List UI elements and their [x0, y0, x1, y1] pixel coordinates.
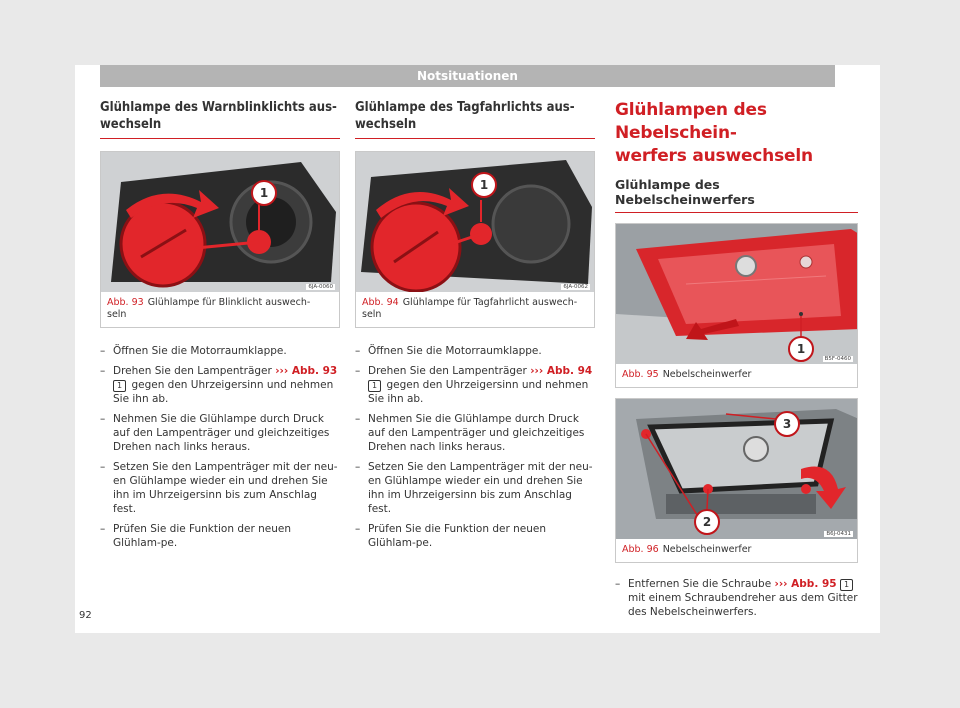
- step-item: Öffnen Sie die Motorraumklappe.: [100, 344, 340, 358]
- headlamp-image: 1 6JA-0060: [101, 152, 339, 292]
- section-subtitle: Glühlampe des Nebelscheinwerfers: [615, 177, 755, 207]
- step-item: Setzen Sie den Lampenträger mit der neu-…: [100, 460, 340, 516]
- step-item: Öffnen Sie die Motorraumklappe.: [355, 344, 595, 358]
- figure-reference-link[interactable]: ››› Abb. 94: [530, 365, 593, 377]
- caption-text: Glühlampe für Blinklicht auswech- seln: [107, 297, 311, 320]
- number-badge: 1: [368, 380, 382, 392]
- image-code: 6JA-0062: [561, 284, 590, 290]
- figure-reference-link[interactable]: ››› Abb. 95: [774, 578, 837, 590]
- section-title: Glühlampe des Tagfahrlichts aus- wechsel…: [355, 100, 575, 132]
- section-title: Glühlampe des Warnblinklichts aus- wechs…: [100, 100, 337, 132]
- title-rule: [355, 138, 595, 139]
- step-item: Setzen Sie den Lampenträger mit der neu-…: [355, 460, 595, 516]
- step-item: Nehmen Sie die Glühlampe durch Druck auf…: [355, 412, 595, 454]
- column-warnblinklicht: Glühlampe des Warnblinklichts aus- wechs…: [100, 99, 340, 556]
- section-header: Notsituationen: [100, 65, 835, 87]
- column-nebelscheinwerfer: Glühlampen des Nebelschein- werfers ausw…: [615, 99, 858, 625]
- figure-number: Abb. 95: [622, 369, 659, 380]
- step-item: Entfernen Sie die Schraube ››› Abb. 95 1…: [615, 577, 858, 619]
- figure-reference-link[interactable]: ››› Abb. 93: [275, 365, 338, 377]
- caption-text: Glühlampe für Tagfahrlicht auswech- seln: [362, 297, 578, 320]
- callout-3: 3: [774, 411, 800, 437]
- caption-text: Nebelscheinwerfer: [662, 544, 752, 555]
- step-list: Öffnen Sie die Motorraumklappe. Drehen S…: [100, 344, 340, 550]
- figure-number: Abb. 93: [107, 297, 144, 308]
- column-tagfahrlicht: Glühlampe des Tagfahrlichts aus- wechsel…: [355, 99, 595, 556]
- page-number: 92: [79, 610, 92, 621]
- number-badge: 1: [839, 579, 854, 591]
- title-rule: [615, 212, 858, 213]
- callout-2: 2: [694, 509, 720, 535]
- fog-lamp-illustration: [616, 399, 857, 539]
- step-list: Entfernen Sie die Schraube ››› Abb. 95 1…: [615, 577, 858, 619]
- step-item: Nehmen Sie die Glühlampe durch Druck auf…: [100, 412, 340, 454]
- figure-number: Abb. 96: [622, 544, 659, 555]
- manual-page: Notsituationen Glühlampe des Warnblinkli…: [75, 65, 880, 633]
- step-item: Prüfen Sie die Funktion der neuen Glühla…: [100, 522, 340, 550]
- step-item: Prüfen Sie die Funktion der neuen Glühla…: [355, 522, 595, 550]
- callout-1: 1: [788, 336, 814, 362]
- image-code: B5F-0460: [822, 356, 853, 362]
- chapter-title: Glühlampen des Nebelschein- werfers ausw…: [615, 100, 813, 166]
- figure-number: Abb. 94: [362, 297, 399, 308]
- headlamp-image: 1 6JA-0062: [356, 152, 594, 292]
- step-list: Öffnen Sie die Motorraumklappe. Drehen S…: [355, 344, 595, 550]
- headlamp-illustration: [356, 152, 594, 292]
- headlamp-illustration: [101, 152, 339, 292]
- callout-1: 1: [251, 180, 277, 206]
- fog-lamp-image: 1 B5F-0460: [616, 224, 857, 364]
- step-item: Drehen Sie den Lampenträger ››› Abb. 941…: [355, 364, 595, 406]
- image-code: B6J-0431: [824, 531, 853, 537]
- title-rule: [100, 138, 340, 139]
- step-item: Drehen Sie den Lampenträger ››› Abb. 931…: [100, 364, 340, 406]
- fog-lamp-illustration: [616, 224, 857, 364]
- number-badge: 1: [113, 380, 127, 392]
- fog-lamp-image: 2 3 B6J-0431: [616, 399, 857, 539]
- image-code: 6JA-0060: [306, 284, 335, 290]
- caption-text: Nebelscheinwerfer: [662, 369, 752, 380]
- callout-1: 1: [471, 172, 497, 198]
